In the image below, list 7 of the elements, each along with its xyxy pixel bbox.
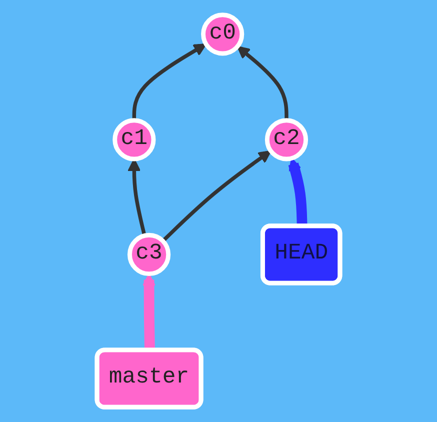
node-circle: c2 <box>264 118 308 162</box>
arrow <box>236 46 288 120</box>
node-circle: c3 <box>127 232 171 276</box>
node-circle: c1 <box>112 118 156 162</box>
arrow <box>162 150 272 242</box>
arrow <box>132 44 207 120</box>
node-circle: c0 <box>201 12 244 56</box>
